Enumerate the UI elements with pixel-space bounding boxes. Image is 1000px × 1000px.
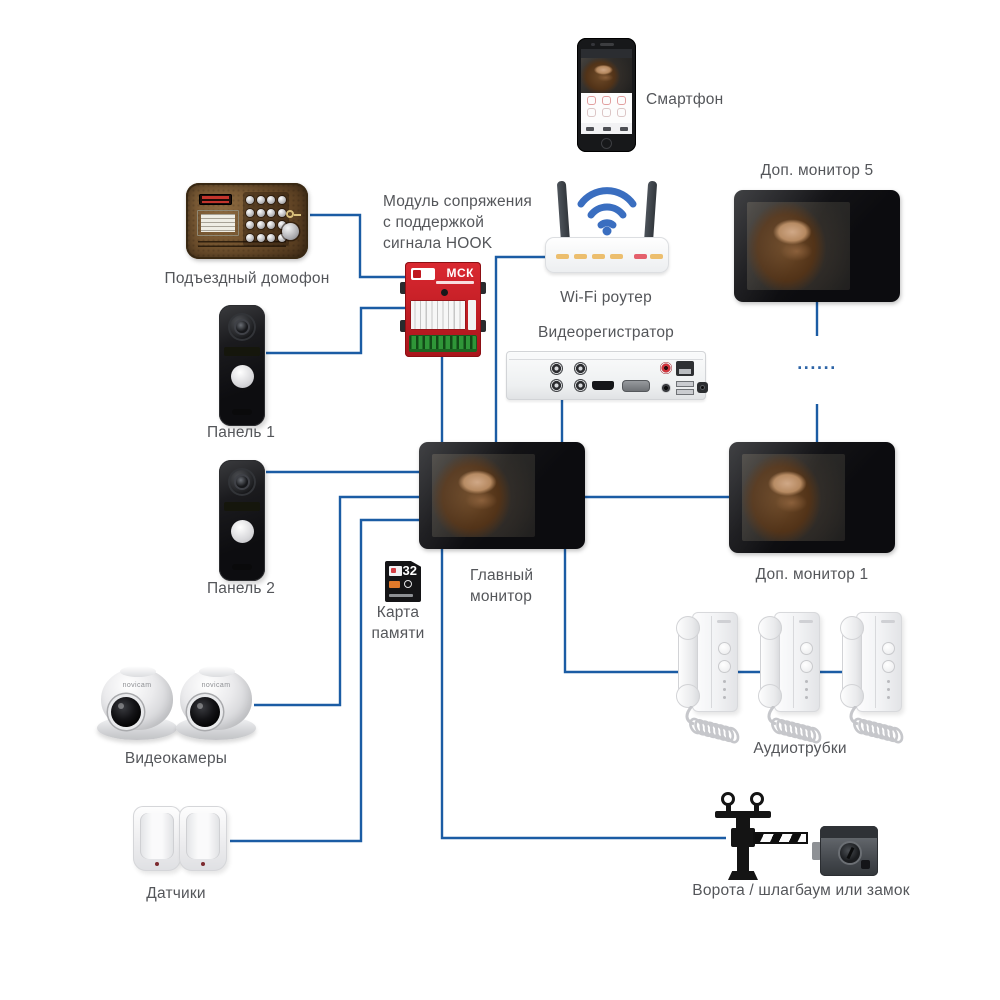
key-reader-icon	[286, 210, 301, 218]
barrier-gate-icon	[702, 792, 814, 882]
wire-cameras-to-main-monitor	[254, 495, 419, 707]
smartphone-icon	[577, 38, 636, 152]
panel2-label: Панель 2	[206, 580, 276, 597]
module-led	[441, 289, 448, 296]
dvr-label: Видеорегистратор	[538, 324, 674, 341]
handset-cord	[685, 706, 740, 744]
monitor-chain-ellipsis: ......	[797, 353, 837, 373]
lock-cylinder	[840, 843, 860, 863]
sensors-label: Датчики	[146, 885, 206, 902]
panel1-call-button	[230, 365, 254, 388]
pir-sensor-icon	[133, 806, 181, 871]
wire-sensors-to-main-monitor	[230, 518, 419, 843]
audio-handset-icon	[758, 612, 822, 746]
panel2-icon	[219, 460, 265, 581]
wifi-router-label: Wi-Fi роутер	[560, 289, 652, 306]
monitor5-screen	[747, 202, 850, 290]
intercom-speaker-grooves	[198, 241, 286, 250]
extra-monitor1-icon	[729, 442, 895, 553]
monitor1-screen	[742, 454, 845, 541]
camera-brand: novicam	[201, 682, 231, 689]
panel2-speaker	[232, 564, 252, 570]
module-terminal-labels	[410, 300, 466, 330]
phone-home-button	[601, 138, 612, 149]
dvr-audio-jack	[660, 362, 672, 374]
extra-monitor5-label: Доп. монитор 5	[760, 162, 874, 179]
dvr-icon	[506, 351, 708, 400]
panel1-label: Панель 1	[206, 424, 276, 441]
dvr-power-jack	[697, 382, 708, 393]
panel2-call-button	[230, 520, 254, 543]
electric-lock-icon	[812, 822, 878, 878]
camera-brand: novicam	[122, 682, 152, 689]
camera-lens	[190, 697, 220, 727]
phone-app-toolbar	[581, 123, 632, 134]
dvr-hdmi-port	[592, 381, 614, 390]
module-side-label	[468, 300, 476, 330]
sd-brand-sticker	[389, 566, 402, 576]
dvr-ethernet-port	[676, 361, 694, 376]
wire-main-monitor-to-gate	[440, 549, 726, 840]
phone-screen	[581, 49, 632, 134]
router-antenna-right	[643, 180, 658, 246]
wire-panel1-to-module	[266, 306, 405, 355]
memory-card-label: Карта памяти	[371, 604, 425, 642]
panel2-ir-window	[224, 502, 260, 511]
entrance-intercom-label: Подъездный домофон	[164, 270, 330, 287]
audio-handsets-label: Аудиотрубки	[753, 740, 847, 757]
panel1-camera-lens	[228, 313, 256, 341]
extra-monitor1-label: Доп. монитор 1	[755, 566, 869, 583]
intercom-info-card	[197, 210, 239, 236]
panel1-ir-window	[224, 347, 260, 356]
main-monitor-label: Главный монитор	[470, 567, 534, 605]
wire-entrance-intercom-to-module	[310, 213, 405, 279]
main-monitor-icon	[419, 442, 585, 549]
wifi-signal-icon	[577, 187, 637, 236]
phone-front-camera	[591, 42, 595, 46]
sd-microsd-mark	[389, 581, 400, 588]
sd-capacity: 32	[402, 563, 417, 578]
module-terminal-block	[409, 335, 477, 352]
pir-sensor-icon	[179, 806, 227, 871]
dvr-usb-port	[676, 381, 694, 387]
phone-speaker	[599, 43, 614, 46]
sd-text-line	[389, 594, 413, 597]
cameras-label: Видеокамеры	[124, 750, 228, 767]
intercom-display	[199, 194, 232, 205]
handset-cord	[849, 706, 904, 744]
phone-app-header	[581, 49, 632, 58]
phone-app-keys	[581, 93, 632, 123]
barrier-arm	[753, 832, 808, 844]
intercom-keypad	[243, 192, 289, 246]
smartphone-label: Смартфон	[646, 91, 724, 108]
main-monitor-screen	[432, 454, 535, 537]
module-logo	[411, 268, 435, 280]
phone-video-feed	[581, 58, 632, 93]
sd-class-mark	[404, 580, 412, 588]
dome-camera-icon: novicam	[93, 666, 181, 742]
hook-module-icon: МСК	[400, 262, 486, 357]
camera-lens	[111, 697, 141, 727]
router-antenna-left	[556, 180, 571, 246]
wire-router-to-main-monitor	[494, 255, 546, 442]
memory-card-icon: 32	[385, 561, 421, 602]
panel1-icon	[219, 305, 265, 426]
dvr-vga-port	[622, 380, 650, 392]
module-subtitle-line	[436, 281, 474, 284]
module-model-badge: МСК	[446, 266, 474, 280]
panel2-camera-lens	[228, 468, 256, 496]
panel1-speaker	[232, 409, 252, 415]
hook-module-label: Модуль сопряжения с поддержкой сигнала H…	[383, 193, 533, 252]
dome-camera-icon: novicam	[172, 666, 260, 742]
dvr-usb-port-2	[676, 389, 694, 395]
audio-handset-icon	[840, 612, 904, 746]
extra-monitor5-icon	[734, 190, 900, 302]
wifi-router-icon	[545, 175, 669, 275]
entrance-intercom-icon	[186, 183, 308, 259]
dvr-av-jack	[661, 383, 671, 393]
audio-handset-icon	[676, 612, 740, 746]
gate-lock-label: Ворота / шлагбаум или замок	[692, 882, 910, 899]
intercom-call-button	[282, 223, 299, 240]
handset-cord	[767, 706, 822, 744]
